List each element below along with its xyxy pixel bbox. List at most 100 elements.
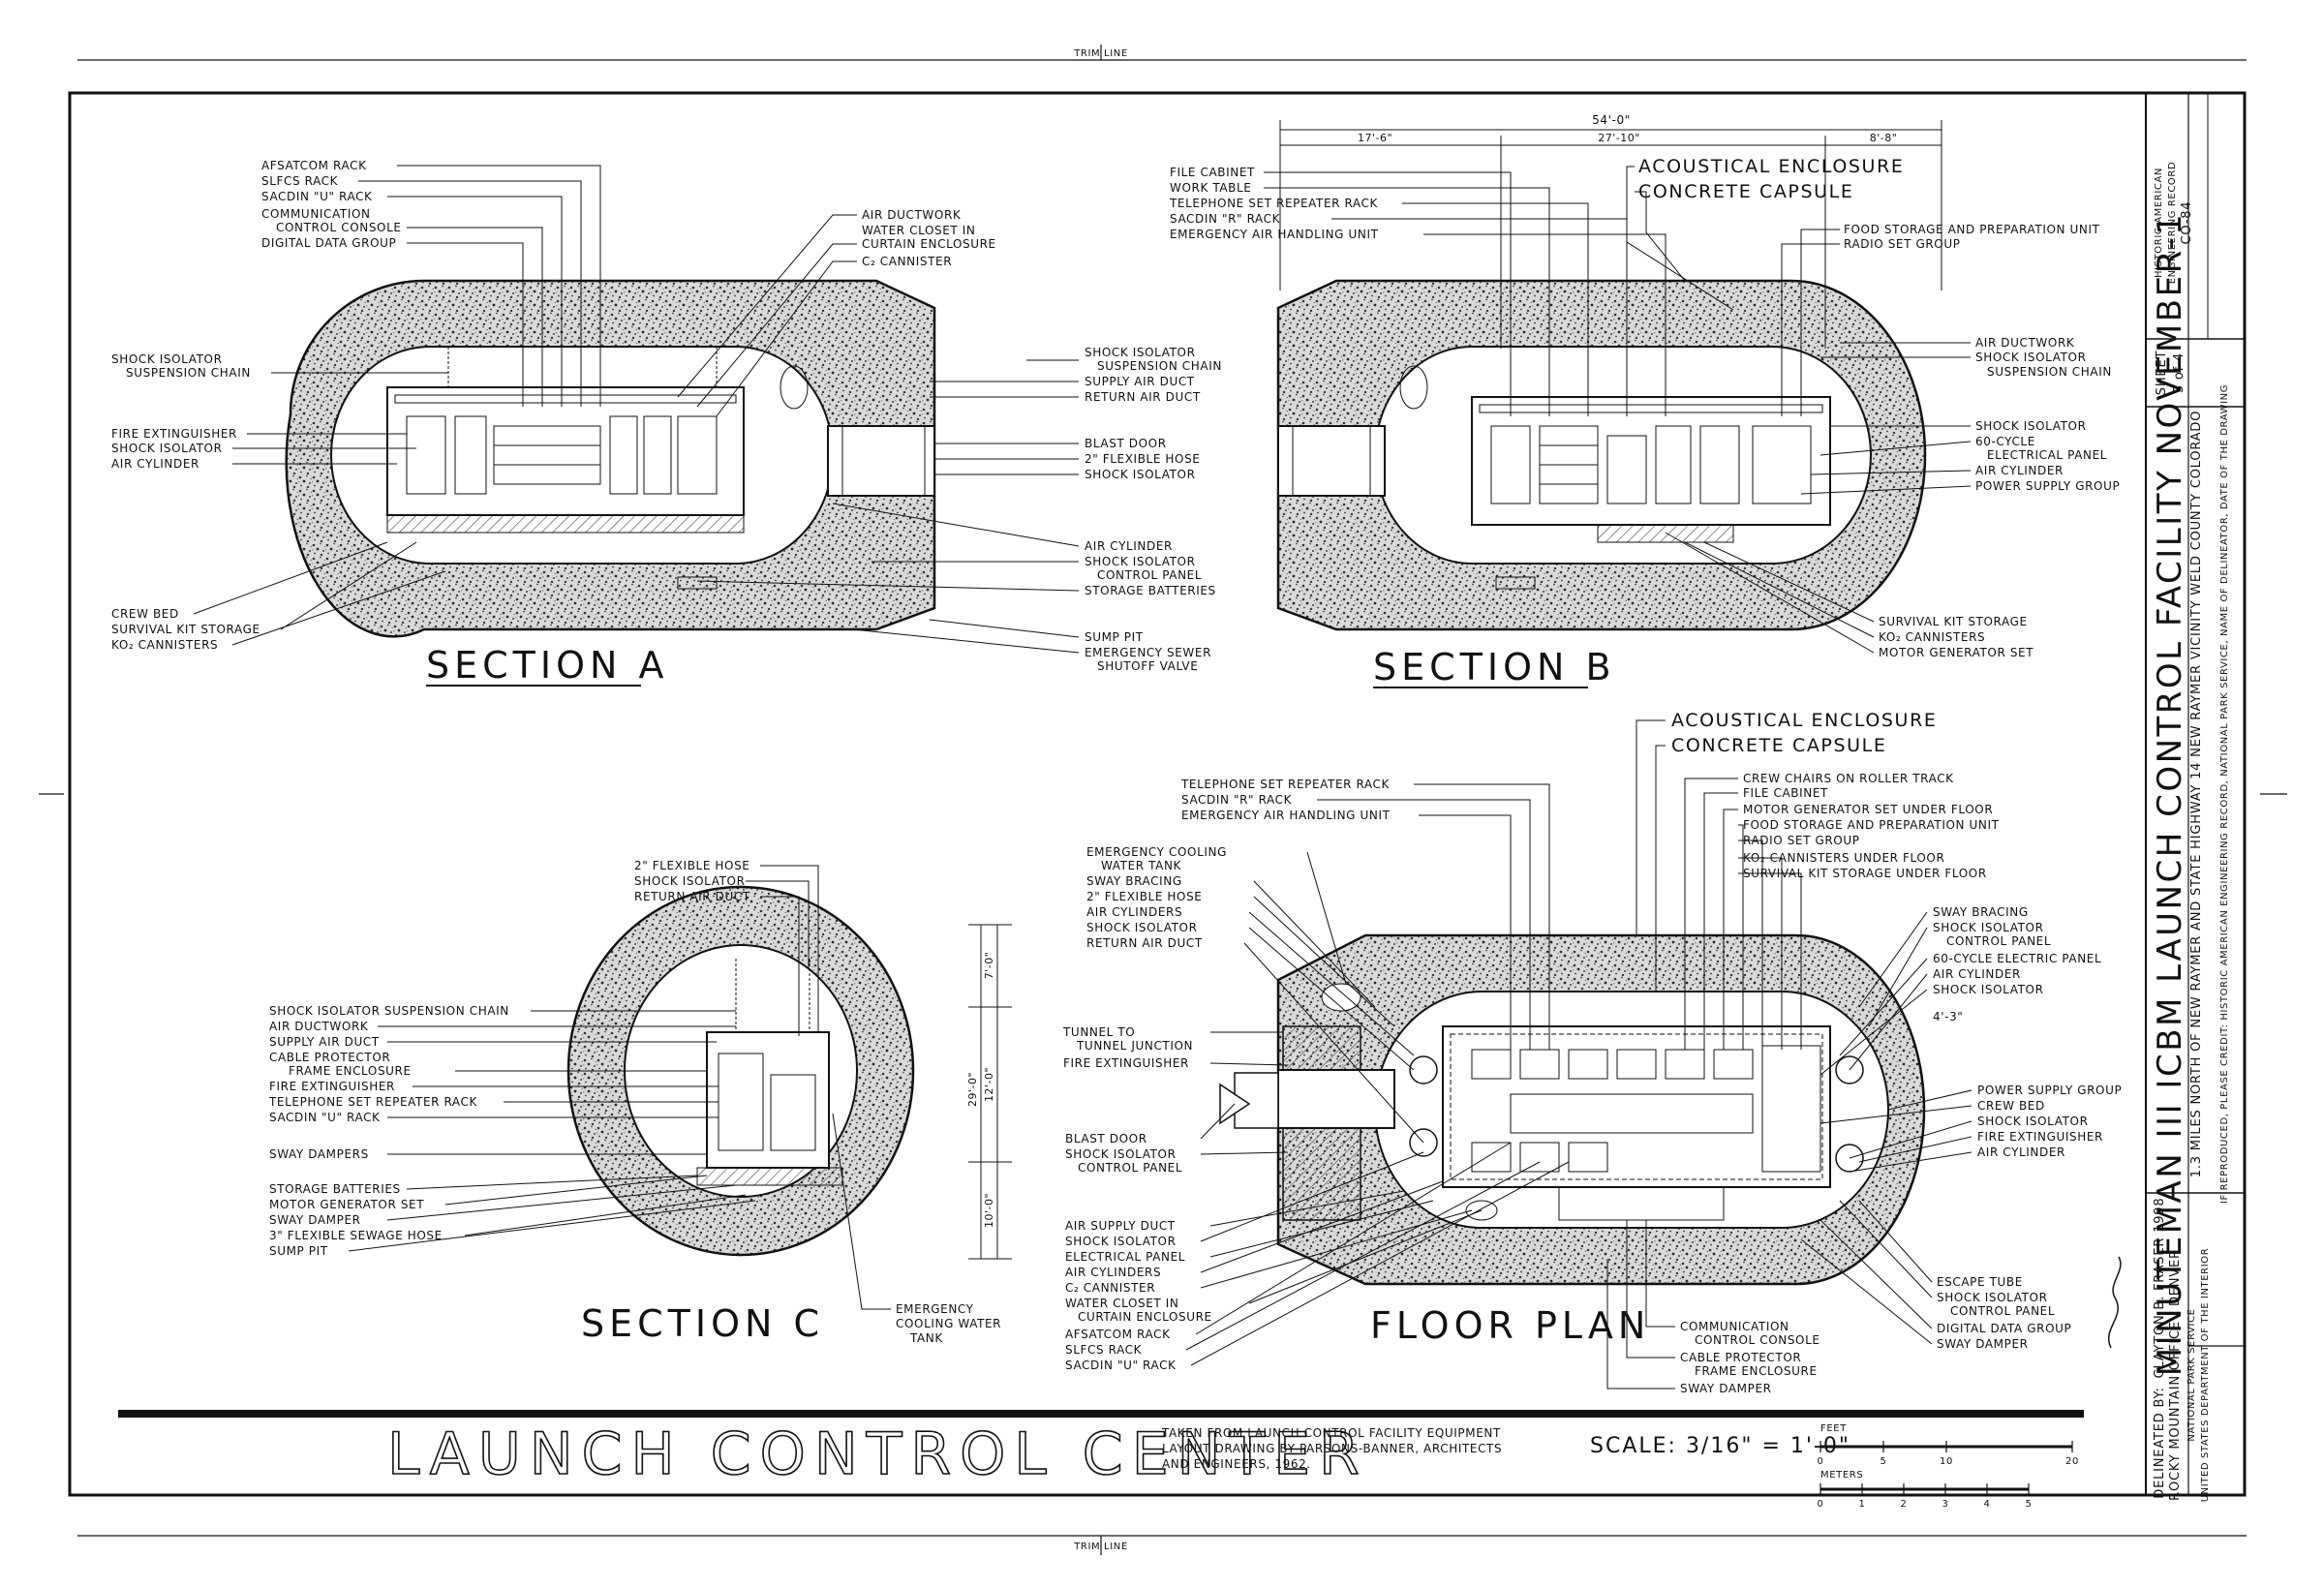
svg-text:CREW BED: CREW BED bbox=[111, 607, 179, 621]
svg-text:FIRE EXTINGUISHER: FIRE EXTINGUISHER bbox=[1063, 1056, 1189, 1070]
svg-text:SHOCK ISOLATOR: SHOCK ISOLATOR bbox=[1975, 351, 2087, 364]
section-a-labels: AFSATCOM RACK SLFCS RACK SACDIN "U" RACK… bbox=[111, 159, 996, 652]
svg-text:FIRE EXTINGUISHER: FIRE EXTINGUISHER bbox=[269, 1080, 395, 1093]
dim-middle: 27'-10" bbox=[1598, 132, 1640, 144]
svg-text:FILE CABINET: FILE CABINET bbox=[1170, 166, 1255, 179]
svg-text:FRAME ENCLOSURE: FRAME ENCLOSURE bbox=[1695, 1364, 1818, 1378]
svg-text:ROCKY MOUNTAIN OFFICE / DENVER: ROCKY MOUNTAIN OFFICE / DENVER bbox=[2168, 1249, 2183, 1501]
svg-text:ELECTRICAL PANEL: ELECTRICAL PANEL bbox=[1065, 1250, 1185, 1264]
svg-text:FOOD STORAGE AND PREPARATION U: FOOD STORAGE AND PREPARATION UNIT bbox=[1844, 223, 2100, 236]
svg-text:SWAY BRACING: SWAY BRACING bbox=[1086, 874, 1182, 888]
svg-text:5: 5 bbox=[1881, 1456, 1887, 1467]
svg-text:2" FLEXIBLE HOSE: 2" FLEXIBLE HOSE bbox=[1085, 452, 1200, 466]
svg-text:EMERGENCY AIR HANDLING UNIT: EMERGENCY AIR HANDLING UNIT bbox=[1181, 809, 1391, 822]
drawing-title: LAUNCH CONTROL CENTER bbox=[387, 1420, 1368, 1488]
svg-text:WATER CLOSET IN: WATER CLOSET IN bbox=[1065, 1297, 1179, 1310]
section-b-title: SECTION B bbox=[1373, 646, 1616, 688]
center-leaders bbox=[696, 359, 1080, 654]
section-b-drawing bbox=[1276, 279, 1927, 631]
svg-text:FIRE EXTINGUISHER: FIRE EXTINGUISHER bbox=[111, 427, 237, 441]
svg-text:2" FLEXIBLE HOSE: 2" FLEXIBLE HOSE bbox=[1086, 890, 1202, 903]
floor-plan-title: FLOOR PLAN bbox=[1370, 1304, 1650, 1347]
dim-overall: 54'-0" bbox=[1592, 113, 1631, 127]
svg-text:SHOCK ISOLATOR: SHOCK ISOLATOR bbox=[1933, 921, 2044, 934]
svg-text:3 of 4: 3 of 4 bbox=[2172, 352, 2186, 393]
svg-text:SHUTOFF VALVE: SHUTOFF VALVE bbox=[1097, 659, 1198, 673]
svg-text:CURTAIN ENCLOSURE: CURTAIN ENCLOSURE bbox=[1078, 1310, 1212, 1324]
svg-text:CLAYTON B. FRASER 1998: CLAYTON B. FRASER 1998 bbox=[2153, 1198, 2167, 1379]
svg-text:TELEPHONE SET REPEATER RACK: TELEPHONE SET REPEATER RACK bbox=[1180, 778, 1391, 791]
svg-text:SHOCK ISOLATOR: SHOCK ISOLATOR bbox=[1065, 1147, 1177, 1161]
title-block-text: MINUTEMAN III ICBM LAUNCH CONTROL FACILI… bbox=[2151, 162, 2230, 1503]
section-c-drawing bbox=[566, 885, 915, 1257]
svg-text:WORK TABLE: WORK TABLE bbox=[1170, 181, 1251, 195]
svg-text:SHOCK ISOLATOR: SHOCK ISOLATOR bbox=[634, 874, 746, 888]
svg-text:CABLE PROTECTOR: CABLE PROTECTOR bbox=[269, 1051, 390, 1064]
svg-text:MINUTEMAN III ICBM LAUNCH CONT: MINUTEMAN III ICBM LAUNCH CONTROL FACILI… bbox=[2151, 212, 2189, 1376]
svg-text:SWAY DAMPER: SWAY DAMPER bbox=[1680, 1382, 1772, 1395]
svg-text:BLAST DOOR: BLAST DOOR bbox=[1065, 1132, 1147, 1145]
svg-text:SACDIN "R" RACK: SACDIN "R" RACK bbox=[1170, 212, 1281, 226]
svg-text:SHOCK ISOLATOR: SHOCK ISOLATOR bbox=[1065, 1235, 1177, 1248]
svg-text:TELEPHONE SET REPEATER RACK: TELEPHONE SET REPEATER RACK bbox=[268, 1095, 478, 1109]
svg-text:SUSPENSION CHAIN: SUSPENSION CHAIN bbox=[1987, 365, 2112, 379]
svg-text:SHOCK ISOLATOR: SHOCK ISOLATOR bbox=[111, 352, 223, 366]
source-note: TAKEN FROM LAUNCH CONTROL FACILITY EQUIP… bbox=[1161, 1426, 1502, 1471]
svg-text:AIR CYLINDER: AIR CYLINDER bbox=[1933, 967, 2021, 981]
svg-text:SHOCK ISOLATOR SUSPENSION CHAI: SHOCK ISOLATOR SUSPENSION CHAIN bbox=[269, 1004, 509, 1018]
floor-callouts: ACOUSTICAL ENCLOSURE CONCRETE CAPSULE bbox=[1671, 710, 1936, 756]
svg-text:SHOCK ISOLATOR: SHOCK ISOLATOR bbox=[1975, 419, 2087, 433]
svg-text:CONCRETE CAPSULE: CONCRETE CAPSULE bbox=[1671, 735, 1886, 756]
section-a-leaders bbox=[193, 165, 857, 646]
trim-marks bbox=[39, 45, 2287, 1555]
floor-labels-left: EMERGENCY COOLING WATER TANK SWAY BRACIN… bbox=[1062, 845, 1226, 1372]
svg-text:SUSPENSION CHAIN: SUSPENSION CHAIN bbox=[1097, 359, 1222, 373]
sheet-border bbox=[68, 91, 2247, 1497]
svg-text:CONTROL CONSOLE: CONTROL CONSOLE bbox=[1695, 1333, 1820, 1347]
section-c-dimensions bbox=[968, 924, 1012, 1260]
scale-label: SCALE: 3/16" = 1'-0" bbox=[1590, 1434, 1850, 1458]
svg-text:IF REPRODUCED, PLEASE CREDIT:: IF REPRODUCED, PLEASE CREDIT: HISTORIC A… bbox=[2219, 384, 2230, 1204]
svg-text:CURTAIN ENCLOSURE: CURTAIN ENCLOSURE bbox=[862, 237, 996, 251]
svg-text:SUMP PIT: SUMP PIT bbox=[269, 1244, 328, 1258]
section-b-labels: FILE CABINET WORK TABLE TELEPHONE SET RE… bbox=[1169, 156, 2120, 659]
dim-right: 8'-8" bbox=[1870, 132, 1898, 144]
svg-text:SWAY BRACING: SWAY BRACING bbox=[1933, 905, 2029, 919]
dim-c-top: 7'-0" bbox=[983, 952, 995, 980]
trim-label-bottom: TRIM LINE bbox=[1073, 1542, 1128, 1552]
svg-text:SUPPLY AIR DUCT: SUPPLY AIR DUCT bbox=[1085, 375, 1195, 388]
svg-text:SACDIN "U" RACK: SACDIN "U" RACK bbox=[269, 1111, 381, 1124]
svg-text:60-CYCLE: 60-CYCLE bbox=[1975, 435, 2035, 448]
svg-text:AFSATCOM RACK: AFSATCOM RACK bbox=[261, 159, 367, 172]
svg-text:ESCAPE TUBE: ESCAPE TUBE bbox=[1937, 1275, 2023, 1289]
section-a-title: SECTION A bbox=[426, 644, 669, 687]
svg-text:CO-84: CO-84 bbox=[2180, 201, 2194, 245]
svg-text:SHOCK ISOLATOR: SHOCK ISOLATOR bbox=[1977, 1115, 2089, 1128]
section-b-dimensions bbox=[1279, 120, 1942, 349]
svg-text:SUSPENSION CHAIN: SUSPENSION CHAIN bbox=[126, 366, 251, 380]
svg-text:UNITED STATES DEPARTMENT OF TH: UNITED STATES DEPARTMENT OF THE INTERIOR bbox=[2200, 1248, 2211, 1503]
scale-bar: FEET 0 5 10 20 METERS 0 1 2 3 4 5 bbox=[1818, 1423, 2079, 1510]
svg-text:MOTOR GENERATOR SET: MOTOR GENERATOR SET bbox=[1879, 646, 2034, 659]
svg-text:FEET: FEET bbox=[1820, 1423, 1847, 1434]
svg-text:AIR CYLINDERS: AIR CYLINDERS bbox=[1065, 1266, 1161, 1279]
svg-text:CABLE PROTECTOR: CABLE PROTECTOR bbox=[1680, 1351, 1801, 1364]
svg-text:EMERGENCY AIR HANDLING UNIT: EMERGENCY AIR HANDLING UNIT bbox=[1170, 228, 1379, 241]
svg-text:ACOUSTICAL ENCLOSURE: ACOUSTICAL ENCLOSURE bbox=[1638, 156, 1904, 177]
svg-text:FILE CABINET: FILE CABINET bbox=[1743, 786, 1828, 800]
svg-text:TELEPHONE SET REPEATER RACK: TELEPHONE SET REPEATER RACK bbox=[1169, 197, 1379, 210]
svg-text:BLAST DOOR: BLAST DOOR bbox=[1085, 437, 1167, 450]
svg-text:SHOCK ISOLATOR: SHOCK ISOLATOR bbox=[1086, 921, 1198, 934]
trim-label-top: TRIM LINE bbox=[1073, 48, 1128, 59]
title-rule bbox=[118, 1410, 2084, 1418]
svg-text:EMERGENCY SEWER: EMERGENCY SEWER bbox=[1085, 646, 1211, 659]
svg-text:METERS: METERS bbox=[1820, 1470, 1863, 1481]
svg-text:COMMUNICATION: COMMUNICATION bbox=[1680, 1320, 1789, 1333]
svg-text:AIR CYLINDER: AIR CYLINDER bbox=[111, 457, 199, 471]
svg-text:SURVIVAL KIT STORAGE: SURVIVAL KIT STORAGE bbox=[1879, 615, 2028, 628]
svg-text:SWAY DAMPERS: SWAY DAMPERS bbox=[269, 1147, 369, 1161]
svg-text:MOTOR GENERATOR SET: MOTOR GENERATOR SET bbox=[269, 1198, 424, 1211]
svg-text:TUNNEL JUNCTION: TUNNEL JUNCTION bbox=[1076, 1039, 1193, 1053]
svg-text:RADIO SET GROUP: RADIO SET GROUP bbox=[1743, 834, 1860, 847]
